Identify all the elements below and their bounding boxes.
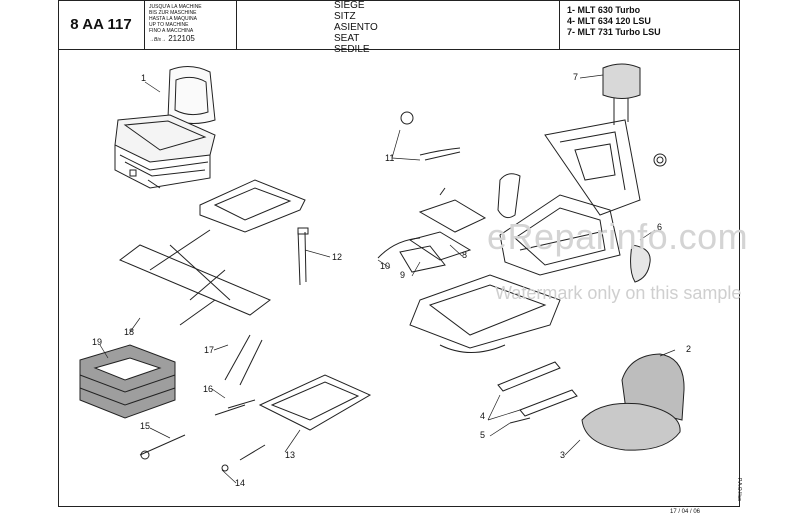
seat-cushion-illustration: [581, 402, 681, 451]
reference-code: 8 AA 117: [58, 0, 145, 50]
callout-15: 15: [140, 421, 151, 431]
seat-frame-illustration: [497, 173, 651, 283]
title-line: SITZ: [334, 11, 356, 22]
note-line: JUSQU'A LA MACHINE: [149, 4, 202, 10]
footer-side-text: P.A.O.Ilius: [736, 478, 742, 501]
link-arm-illustration: [297, 227, 309, 286]
note-line: UP TO MACHINE: [149, 22, 189, 28]
footer-date: 17 / 04 / 06: [670, 509, 701, 515]
callout-9: 9: [400, 270, 406, 280]
callout-17: 17: [204, 345, 215, 355]
callout-6: 6: [657, 222, 663, 232]
callout-11: 11: [385, 153, 395, 163]
bellows-illustration: [79, 344, 176, 419]
callout-16: 16: [203, 384, 214, 394]
title-line: SIEGE: [334, 0, 365, 11]
callout-10: 10: [380, 261, 391, 271]
callout-14: 14: [235, 478, 246, 488]
note-line: HASTA LA MAQUINA: [149, 16, 197, 22]
serial-number: 212105: [168, 34, 195, 43]
callout-2: 2: [686, 344, 692, 354]
drawing-frame: [58, 0, 740, 507]
callout-12: 12: [332, 252, 343, 262]
callout-13: 13: [285, 450, 296, 460]
note-line: FINO A MACCHINA: [149, 28, 194, 34]
part-title: SIEGE SITZ ASIENTO SEAT SEDILE: [237, 0, 560, 55]
title-line: SEDILE: [334, 44, 370, 55]
title-line: SEAT: [334, 33, 360, 44]
callout-18: 18: [124, 327, 135, 337]
callout-7: 7: [573, 72, 579, 82]
machine-range-notes: JUSQU'A LA MACHINE BIS ZUR MASCHINE HAST…: [145, 0, 237, 50]
model-line: 4- MLT 634 120 LSU: [567, 16, 651, 26]
slide-rail-illustration: [409, 274, 561, 353]
serial-label: →Bis→: [149, 37, 166, 43]
model-line: 7- MLT 731 Turbo LSU: [567, 27, 661, 37]
callout-19: 19: [92, 337, 103, 347]
rail-parts-illustration: [497, 361, 578, 424]
tilt-mechanism-illustration: [377, 187, 487, 273]
note-line: BIS ZUR MASCHINE: [149, 10, 197, 16]
damper-illustration: [139, 334, 263, 472]
callout-4: 4: [480, 411, 486, 421]
serial-row: →Bis→ 212105: [149, 34, 232, 44]
callout-1: 1: [141, 73, 147, 83]
callout-8: 8: [462, 250, 468, 260]
title-line: ASIENTO: [334, 22, 378, 33]
lumbar-parts-illustration: [400, 111, 461, 161]
model-line: 1- MLT 630 Turbo: [567, 5, 641, 15]
watermark-notice: Watermark only on this sample: [495, 283, 742, 303]
base-plate-illustration: [199, 179, 306, 233]
scissor-suspension-illustration: [119, 229, 271, 326]
base-frame-illustration: [239, 374, 372, 461]
seat-assembly-illustration: [114, 66, 216, 189]
model-list: 1- MLT 630 Turbo 4- MLT 634 120 LSU 7- M…: [560, 0, 740, 50]
callout-5: 5: [480, 430, 486, 440]
callout-3: 3: [560, 450, 566, 460]
headrest-illustration: [602, 63, 641, 125]
watermark-site: eReparinfo.com: [487, 216, 749, 257]
backrest-frame-illustration: [544, 119, 667, 216]
